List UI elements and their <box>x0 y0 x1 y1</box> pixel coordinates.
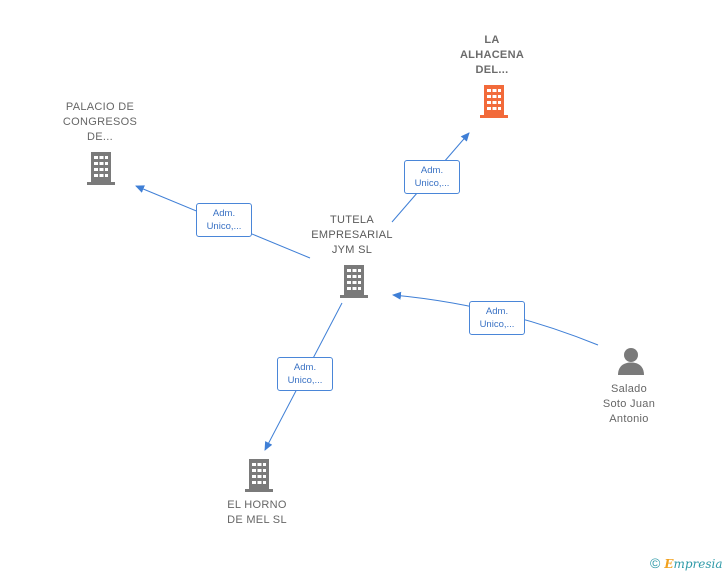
copyright-icon: © <box>650 555 661 571</box>
edge-label-line: Adm. <box>420 165 444 176</box>
node-label-line: JYM SL <box>331 244 373 256</box>
edge-label-center-alhacena[interactable]: Adm. Unico,... <box>404 160 460 194</box>
node-label-person[interactable]: Salado Soto Juan Antonio <box>580 382 678 427</box>
building-icon[interactable] <box>85 150 117 186</box>
edge-label-center-horno[interactable]: Adm. Unico,... <box>277 357 333 391</box>
edge-label-line: Adm. <box>293 362 317 373</box>
node-label-palacio[interactable]: PALACIO DE CONGRESOS DE... <box>48 100 152 145</box>
node-label-line: LA <box>484 34 500 46</box>
edge-label-line: Adm. <box>485 306 509 317</box>
person-icon[interactable] <box>616 346 646 376</box>
node-label-line: ALHACENA <box>459 49 525 61</box>
copyright-brand[interactable]: ©Empresia <box>650 555 723 571</box>
building-icon[interactable] <box>338 263 370 299</box>
building-icon[interactable] <box>243 457 275 493</box>
node-label-alhacena[interactable]: LA ALHACENA DEL... <box>442 33 542 78</box>
node-label-line: EMPRESARIAL <box>311 229 393 241</box>
node-label-center[interactable]: TUTELA EMPRESARIAL JYM SL <box>300 213 404 258</box>
node-label-line: Soto Juan <box>602 398 656 410</box>
edge-label-center-palacio[interactable]: Adm. Unico,... <box>196 203 252 237</box>
edge-label-line: Adm. <box>212 208 236 219</box>
brand-logo-text: mpresia <box>673 557 723 571</box>
brand-logo-initial: E <box>664 557 674 571</box>
node-label-horno[interactable]: EL HORNO DE MEL SL <box>207 498 307 528</box>
edge-label-person-center[interactable]: Adm. Unico,... <box>469 301 525 335</box>
edge-label-line: Unico,... <box>414 178 450 189</box>
edge-label-line: Unico,... <box>479 319 515 330</box>
node-label-line: DEL... <box>475 64 509 76</box>
node-label-line: DE... <box>87 131 113 143</box>
edge-label-line: Unico,... <box>206 221 242 232</box>
node-label-line: TUTELA <box>330 214 374 226</box>
node-label-line: PALACIO DE <box>65 101 135 113</box>
building-icon[interactable] <box>478 83 510 119</box>
node-label-line: EL HORNO <box>227 499 287 511</box>
node-label-line: Antonio <box>609 413 649 425</box>
node-label-line: CONGRESOS <box>62 116 138 128</box>
edge-label-line: Unico,... <box>287 375 323 386</box>
node-label-line: Salado <box>610 383 648 395</box>
node-label-line: DE MEL SL <box>227 514 287 526</box>
